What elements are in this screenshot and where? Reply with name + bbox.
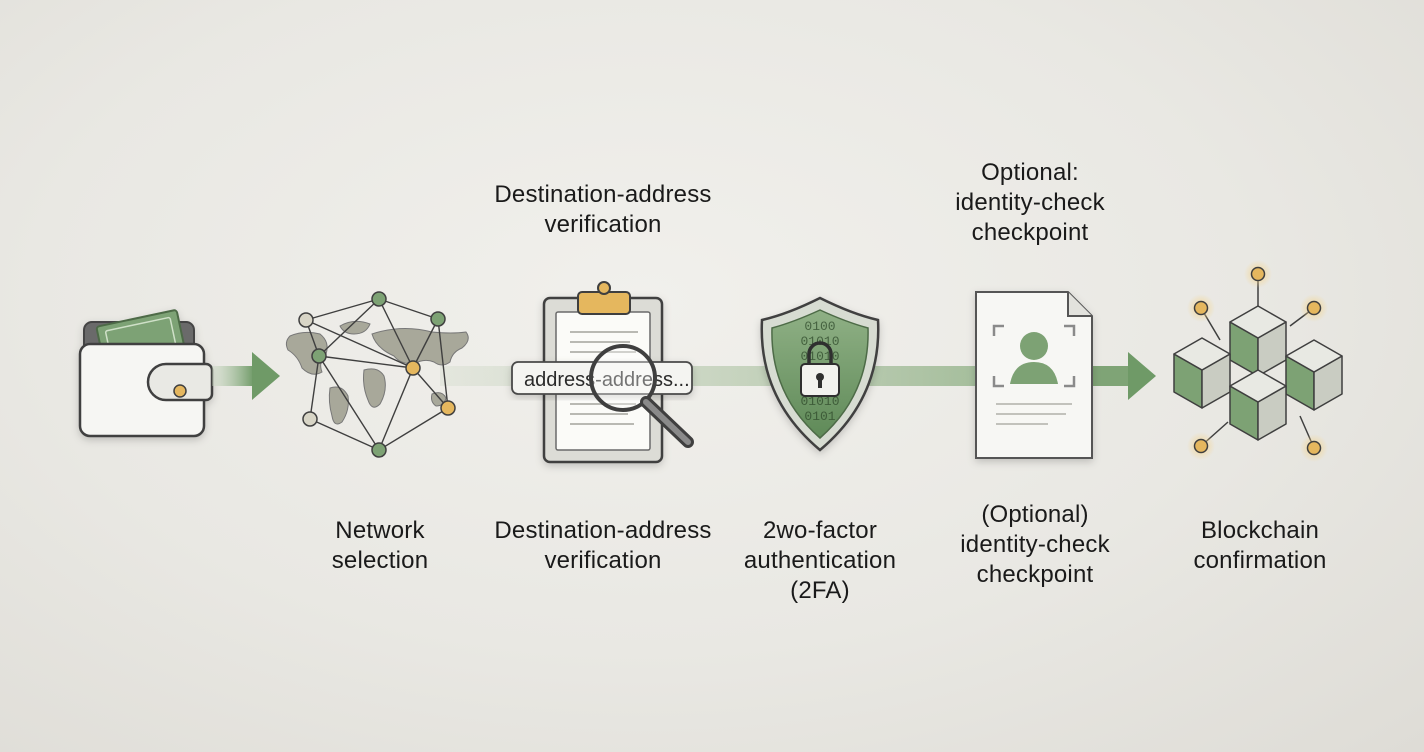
- arrow-wallet-to-network: [212, 352, 280, 400]
- address-field-text: address-address...: [524, 369, 690, 391]
- world-map-network-icon: [285, 291, 469, 458]
- label-blockchain-line2: confirmation: [1193, 547, 1327, 574]
- label-top-destination-line1: Destination-address: [494, 181, 712, 208]
- label-top-identity-line3: checkpoint: [971, 219, 1089, 246]
- wallet-icon: [78, 309, 214, 438]
- block-cube: [1285, 339, 1343, 411]
- label-destination-verification: Destination-address verification: [468, 516, 738, 576]
- label-destination-line2: verification: [544, 547, 662, 574]
- binary-digits-row: 01010: [800, 349, 839, 364]
- label-identity-line3: checkpoint: [976, 561, 1094, 588]
- block-cube: [1229, 305, 1287, 377]
- label-top-identity-line1: Optional:: [981, 159, 1079, 186]
- label-blockchain-line1: Blockchain: [1200, 517, 1320, 544]
- label-identity-check: (Optional) identity-check checkpoint: [930, 500, 1140, 590]
- label-network-selection: Network selection: [300, 516, 460, 576]
- clipboard-magnifier-icon: address-address...: [511, 281, 694, 464]
- binary-digits-row: 01010: [800, 394, 839, 409]
- label-identity-line1: (Optional): [981, 501, 1089, 528]
- label-network-line2: selection: [331, 547, 429, 574]
- label-identity-line2: identity-check: [960, 531, 1110, 558]
- label-top-identity: Optional: identity-check checkpoint: [920, 158, 1140, 248]
- label-2fa-line3: (2FA): [790, 577, 850, 604]
- label-destination-line1: Destination-address: [494, 517, 712, 544]
- shield-lock-icon: 0100010100101010100101010100101: [760, 296, 880, 452]
- block-cube: [1229, 369, 1287, 441]
- label-top-destination-line2: verification: [544, 211, 662, 238]
- binary-digits-row: 0100: [804, 319, 835, 334]
- label-2fa-line2: authentication: [743, 547, 897, 574]
- block-cube: [1173, 337, 1231, 409]
- label-2fa: 2wo-factor authentication (2FA): [720, 516, 920, 606]
- binary-digits-row: 0101: [804, 409, 835, 424]
- label-top-identity-line2: identity-check: [955, 189, 1105, 216]
- label-blockchain-confirmation: Blockchain confirmation: [1170, 516, 1350, 576]
- label-2fa-line1: 2wo-factor: [762, 517, 878, 544]
- label-top-destination: Destination-address verification: [468, 180, 738, 240]
- label-network-line1: Network: [335, 517, 425, 544]
- id-document-icon: [975, 291, 1093, 459]
- blockchain-cubes-icon: [1173, 260, 1343, 462]
